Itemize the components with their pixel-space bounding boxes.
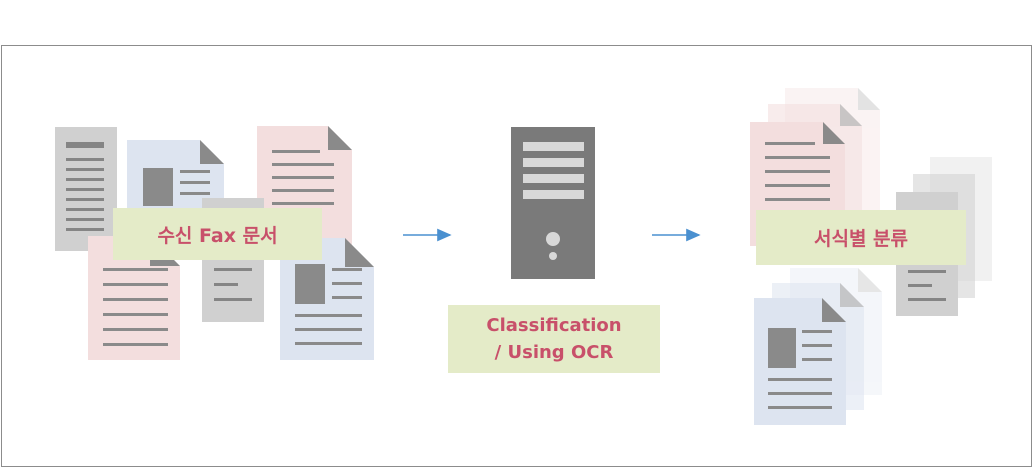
sorted-by-form-text: 서식별 분류: [813, 228, 908, 250]
classification-label: Classification / Using OCR: [448, 305, 660, 373]
classification-line2: / Using OCR: [494, 342, 614, 363]
classification-line1: Classification: [486, 315, 622, 336]
incoming-fax-label: 수신 Fax 문서: [113, 208, 322, 260]
server-icon: [511, 127, 595, 279]
document-icon: [754, 298, 846, 425]
document-icon: [280, 238, 374, 360]
document-icon: [55, 127, 117, 251]
sorted-by-form-label: 서식별 분류: [756, 210, 966, 265]
incoming-fax-text: 수신 Fax 문서: [157, 224, 278, 247]
